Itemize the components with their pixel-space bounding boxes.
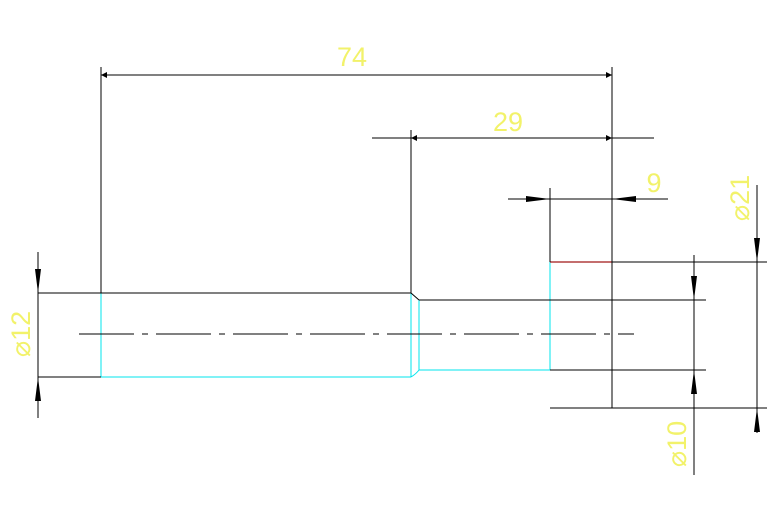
dim-10-arrow-bottom — [691, 370, 697, 394]
dim-74-text: 74 — [337, 42, 367, 72]
dim-9-arrow-left — [526, 196, 550, 202]
dim-neck-diameter: ⌀10 — [662, 255, 697, 475]
dim-step-length: 29 — [372, 107, 654, 141]
dim-29-text: 29 — [493, 107, 523, 137]
dim-9-text: 9 — [646, 168, 661, 198]
part-outline — [100, 262, 551, 378]
dim-shaft-diameter: ⌀12 — [6, 252, 41, 418]
dim-10-arrow-top — [691, 276, 697, 300]
dim-head-diameter: ⌀21 — [725, 175, 760, 433]
dim-12-text: ⌀12 — [6, 311, 36, 357]
dim-overall-length: 74 — [101, 42, 612, 78]
extension-lines — [100, 67, 767, 409]
dim-head-length: 9 — [508, 168, 668, 202]
dim-10-text: ⌀10 — [662, 421, 692, 467]
shaft-top-chamfer — [410, 292, 420, 301]
dim-21-arrow-top — [754, 238, 760, 262]
dim-9-arrow-right — [612, 196, 636, 202]
part-black-edges — [38, 292, 706, 378]
shaft-bottom-chamfer — [410, 369, 420, 378]
dim-21-text: ⌀21 — [725, 175, 755, 221]
dim-21-arrow-bottom — [754, 408, 760, 432]
dim-12-arrow-bottom — [35, 377, 41, 401]
dim-12-arrow-top — [35, 269, 41, 293]
